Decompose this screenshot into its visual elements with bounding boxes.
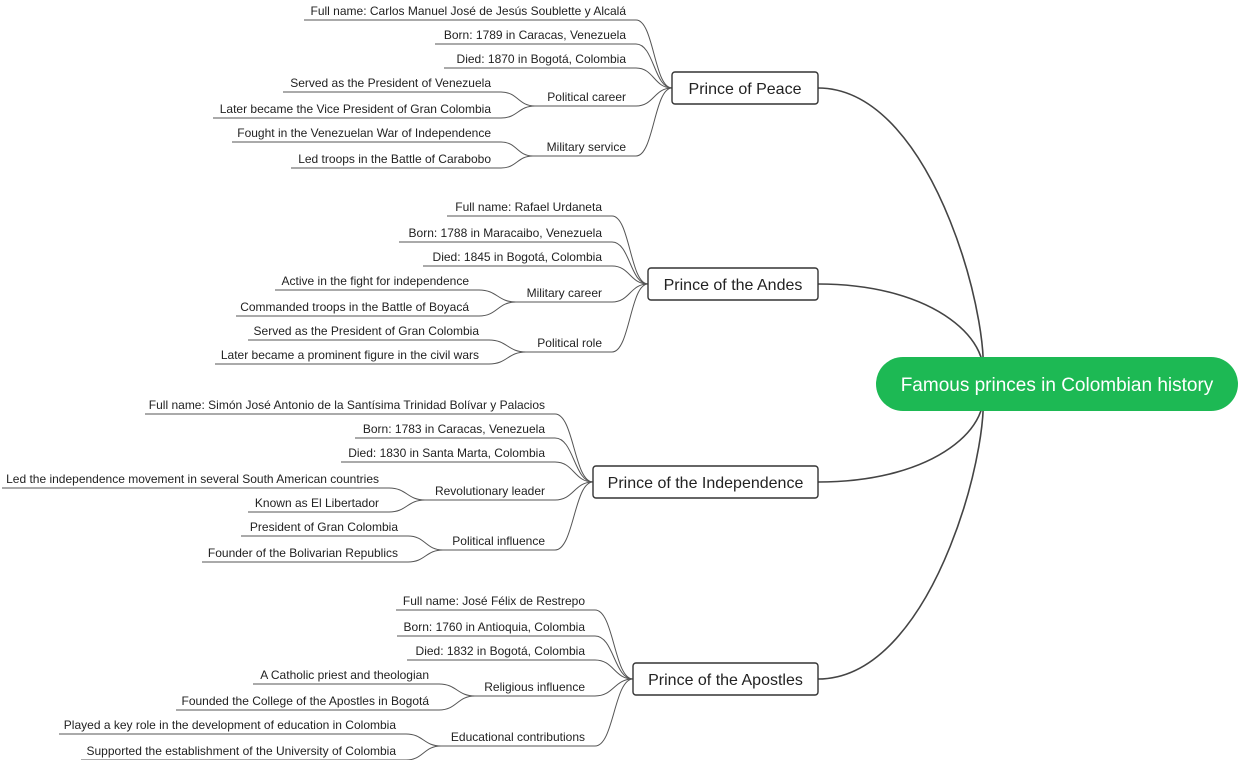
connector-line	[594, 678, 634, 697]
connector-line	[611, 215, 649, 285]
connector-line	[405, 745, 442, 760]
leaf-supported-the-establishment-of-the-unive[interactable]: Supported the establishment of the Unive…	[87, 744, 397, 758]
connector-line	[500, 91, 536, 107]
leaf-led-the-independence-movement-in-several[interactable]: Led the independence movement in several…	[6, 472, 379, 486]
connector-line	[438, 695, 476, 711]
connector-line	[594, 635, 634, 680]
leaf-later-became-a-prominent-figure-in-the-c[interactable]: Later became a prominent figure in the c…	[221, 348, 479, 362]
main-connector	[817, 87, 985, 385]
connector-line	[478, 301, 517, 317]
branch-label: Prince of the Andes	[664, 277, 803, 294]
leaf-served-as-the-president-of-gran-colombia[interactable]: Served as the President of Gran Colombia	[254, 324, 480, 338]
leaf-political-influence[interactable]: Political influence	[452, 534, 545, 548]
leaf-founder-of-the-bolivarian-republics[interactable]: Founder of the Bolivarian Republics	[208, 546, 398, 560]
connector-line	[594, 609, 634, 680]
leaf-full-name-carlos-manuel-jose-de-jesus-so[interactable]: Full name: Carlos Manuel José de Jesús S…	[311, 4, 627, 18]
leaf-played-a-key-role-in-the-development-of-[interactable]: Played a key role in the development of …	[64, 718, 397, 732]
leaf-military-service[interactable]: Military service	[547, 140, 627, 154]
connector-line	[500, 141, 534, 157]
leaf-later-became-the-vice-president-of-gran-[interactable]: Later became the Vice President of Gran …	[220, 102, 492, 116]
branch-box	[647, 267, 819, 301]
connector-line	[407, 535, 444, 551]
branch-prince-of-the-apostles[interactable]: Prince of the Apostles	[632, 662, 819, 696]
leaf-religious-influence[interactable]: Religious influence	[484, 680, 585, 694]
connector-line	[635, 67, 673, 89]
connector-line	[635, 87, 673, 157]
leaf-active-in-the-fight-for-independence[interactable]: Active in the fight for independence	[282, 274, 470, 288]
leaf-commanded-troops-in-the-battle-of-boyaca[interactable]: Commanded troops in the Battle of Boyacá	[240, 300, 469, 314]
connector-line	[488, 339, 527, 353]
branch-box	[632, 662, 819, 696]
root-node-background	[876, 357, 1238, 411]
leaf-full-name-rafael-urdaneta[interactable]: Full name: Rafael Urdaneta	[455, 200, 602, 214]
connector-line	[554, 481, 594, 501]
connector-line	[407, 549, 444, 563]
leaf-founded-the-college-of-the-apostles-in-b[interactable]: Founded the College of the Apostles in B…	[181, 694, 429, 708]
connector-line	[594, 678, 634, 747]
connector-line	[500, 105, 536, 119]
leaf-revolutionary-leader[interactable]: Revolutionary leader	[435, 484, 545, 498]
main-connector	[817, 383, 985, 680]
connector-line	[388, 499, 426, 513]
connector-line	[388, 487, 426, 501]
root-node[interactable]: Famous princes in Colombian history	[876, 357, 1238, 411]
connector-line	[611, 265, 649, 285]
connector-line	[611, 283, 649, 303]
connector-line	[438, 683, 476, 697]
leaf-died-1832-in-bogota-colombia[interactable]: Died: 1832 in Bogotá, Colombia	[416, 644, 586, 658]
leaf-military-career[interactable]: Military career	[527, 286, 602, 300]
leaf-political-role[interactable]: Political role	[537, 336, 602, 350]
connector-line	[500, 155, 534, 169]
connector-line	[478, 289, 517, 303]
connector-line	[554, 481, 594, 551]
leaf-born-1789-in-caracas-venezuela[interactable]: Born: 1789 in Caracas, Venezuela	[444, 28, 626, 42]
leaf-died-1830-in-santa-marta-colombia[interactable]: Died: 1830 in Santa Marta, Colombia	[348, 446, 545, 460]
connector-line	[554, 413, 594, 483]
connector-line	[488, 351, 527, 365]
connector-line	[635, 43, 673, 89]
branch-box	[592, 465, 819, 499]
leaf-led-troops-in-the-battle-of-carabobo[interactable]: Led troops in the Battle of Carabobo	[298, 152, 491, 166]
leaf-died-1870-in-bogota-colombia[interactable]: Died: 1870 in Bogotá, Colombia	[457, 52, 627, 66]
connector-line	[635, 87, 673, 107]
connector-line	[611, 283, 649, 353]
leaf-fought-in-the-venezuelan-war-of-independ[interactable]: Fought in the Venezuelan War of Independ…	[237, 126, 491, 140]
branch-prince-of-peace[interactable]: Prince of Peace	[671, 71, 819, 105]
leaf-a-catholic-priest-and-theologian[interactable]: A Catholic priest and theologian	[260, 668, 429, 682]
leaf-died-1845-in-bogota-colombia[interactable]: Died: 1845 in Bogotá, Colombia	[433, 250, 603, 264]
leaf-born-1788-in-maracaibo-venezuela[interactable]: Born: 1788 in Maracaibo, Venezuela	[409, 226, 603, 240]
branch-prince-of-the-independence[interactable]: Prince of the Independence	[592, 465, 819, 499]
leaf-born-1760-in-antioquia-colombia[interactable]: Born: 1760 in Antioquia, Colombia	[404, 620, 586, 634]
leaf-full-name-simon-jose-antonio-de-la-santi[interactable]: Full name: Simón José Antonio de la Sant…	[149, 398, 545, 412]
connector-line	[611, 241, 649, 285]
nodes: Famous princes in Colombian historyPrinc…	[6, 4, 1238, 758]
leaf-president-of-gran-colombia[interactable]: President of Gran Colombia	[250, 520, 398, 534]
leaf-served-as-the-president-of-venezuela[interactable]: Served as the President of Venezuela	[290, 76, 491, 90]
branch-label: Prince of Peace	[689, 81, 802, 98]
branch-box	[671, 71, 819, 105]
leaf-known-as-el-libertador[interactable]: Known as El Libertador	[255, 496, 379, 510]
leaf-full-name-jose-felix-de-restrepo[interactable]: Full name: José Félix de Restrepo	[403, 594, 585, 608]
leaf-political-career[interactable]: Political career	[547, 90, 626, 104]
branch-label: Prince of the Apostles	[648, 672, 803, 689]
connector-line	[635, 19, 673, 89]
root-node-label: Famous princes in Colombian history	[901, 375, 1214, 396]
branch-label: Prince of the Independence	[608, 475, 804, 492]
leaf-born-1783-in-caracas-venezuela[interactable]: Born: 1783 in Caracas, Venezuela	[363, 422, 545, 436]
connector-line	[405, 733, 442, 747]
connector-line	[594, 659, 634, 680]
leaf-educational-contributions[interactable]: Educational contributions	[451, 730, 585, 744]
connector-line	[554, 437, 594, 483]
branch-prince-of-the-andes[interactable]: Prince of the Andes	[647, 267, 819, 301]
connector-line	[554, 461, 594, 483]
